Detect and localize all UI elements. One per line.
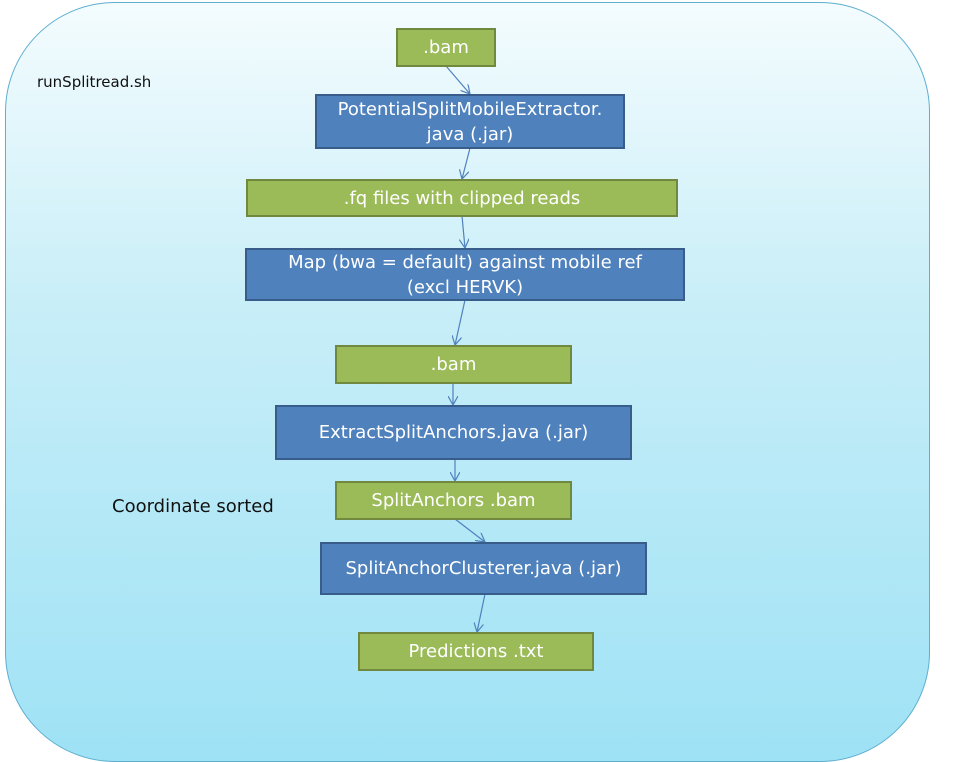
bam-mapped-text: .bam <box>430 354 477 375</box>
script-name-label: runSplitread.sh <box>37 73 152 91</box>
arrow-extractor-to-fq <box>462 147 471 179</box>
clusterer-box: SplitAnchorClusterer.java (.jar) <box>320 542 647 595</box>
arrow-bam-to-extractor <box>445 65 470 94</box>
arrow-splitanchors-to-clusterer <box>454 518 485 542</box>
predictions-box: Predictions .txt <box>358 632 594 671</box>
predictions-text: Predictions .txt <box>408 641 544 662</box>
coordinate-sorted-note: Coordinate sorted <box>112 496 274 517</box>
fq-files-text: .fq files with clipped reads <box>343 187 581 209</box>
bam-input-box: .bam <box>396 28 496 67</box>
map-step-box: Map (bwa = default) against mobile ref (… <box>245 248 685 301</box>
bam-input-text: .bam <box>423 37 469 58</box>
bam-mapped-box: .bam <box>335 345 572 384</box>
map-step-text: Map (bwa = default) against mobile ref (… <box>288 251 642 298</box>
extractor-text: PotentialSplitMobileExtractor. java (.ja… <box>337 98 603 145</box>
fq-files-box: .fq files with clipped reads <box>246 179 678 217</box>
split-anchors-bam-box: SplitAnchors .bam <box>335 481 572 520</box>
anchor-extract-box: ExtractSplitAnchors.java (.jar) <box>275 405 632 460</box>
flow-arrows <box>445 65 960 720</box>
extractor-box: PotentialSplitMobileExtractor. java (.ja… <box>315 94 625 149</box>
clusterer-text: SplitAnchorClusterer.java (.jar) <box>345 558 622 579</box>
arrow-map-to-bam <box>455 299 466 345</box>
arrow-clusterer-to-predictions <box>477 593 486 632</box>
anchor-extract-text: ExtractSplitAnchors.java (.jar) <box>318 422 589 443</box>
split-anchors-bam-text: SplitAnchors .bam <box>371 490 536 511</box>
arrow-fq-to-map <box>462 215 465 248</box>
